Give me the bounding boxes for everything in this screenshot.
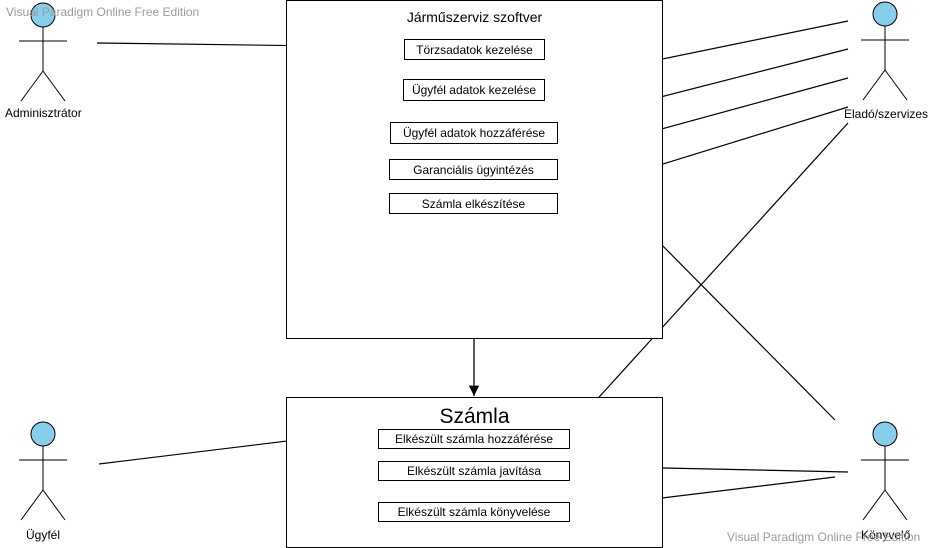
- watermark-top-left: Visual Paradigm Online Free Edition: [6, 5, 200, 19]
- usecase-ugyfel-adatok-kezelese[interactable]: Ügyfél adatok kezelése: [403, 79, 545, 101]
- actor-admin-figure[interactable]: [19, 2, 67, 102]
- usecase-ugyfel-adatok-hozzaferese[interactable]: Ügyfél adatok hozzáférése: [390, 122, 558, 144]
- actor-accountant-figure[interactable]: [861, 421, 909, 521]
- actor-seller-label: Eladó/szervizes: [844, 107, 929, 121]
- actor-seller-figure[interactable]: [861, 1, 909, 101]
- actor-admin-label: Adminisztrátor: [5, 106, 82, 120]
- system-title-invoice: Számla: [439, 405, 510, 428]
- actor-customer-figure[interactable]: [19, 421, 67, 521]
- usecase-torzsadatok-kezelese[interactable]: Törzsadatok kezelése: [404, 39, 545, 60]
- system-title-software: Járműszerviz szoftver: [406, 9, 543, 25]
- actor-customer-label: Ügyfél: [26, 528, 61, 542]
- assoc-seller-elkeszult-hozzaferes[interactable]: [571, 122, 849, 428]
- actor-accountant-label: Könyvelő: [861, 528, 911, 542]
- usecase-elkeszult-szamla-hozzaferese[interactable]: Elkészült számla hozzáférése: [378, 429, 570, 449]
- usecase-szamla-elkeszitese[interactable]: Számla elkészítése: [389, 193, 558, 214]
- usecase-garancialis-ugyintezes[interactable]: Garanciális ügyintézés: [389, 159, 558, 180]
- watermark-bottom-right: Visual Paradigm Online Free Edition: [727, 530, 921, 544]
- usecase-elkeszult-szamla-konyvelese[interactable]: Elkészült számla könyvelése: [378, 502, 570, 522]
- usecase-elkeszult-szamla-javitasa[interactable]: Elkészült számla javítása: [378, 461, 570, 481]
